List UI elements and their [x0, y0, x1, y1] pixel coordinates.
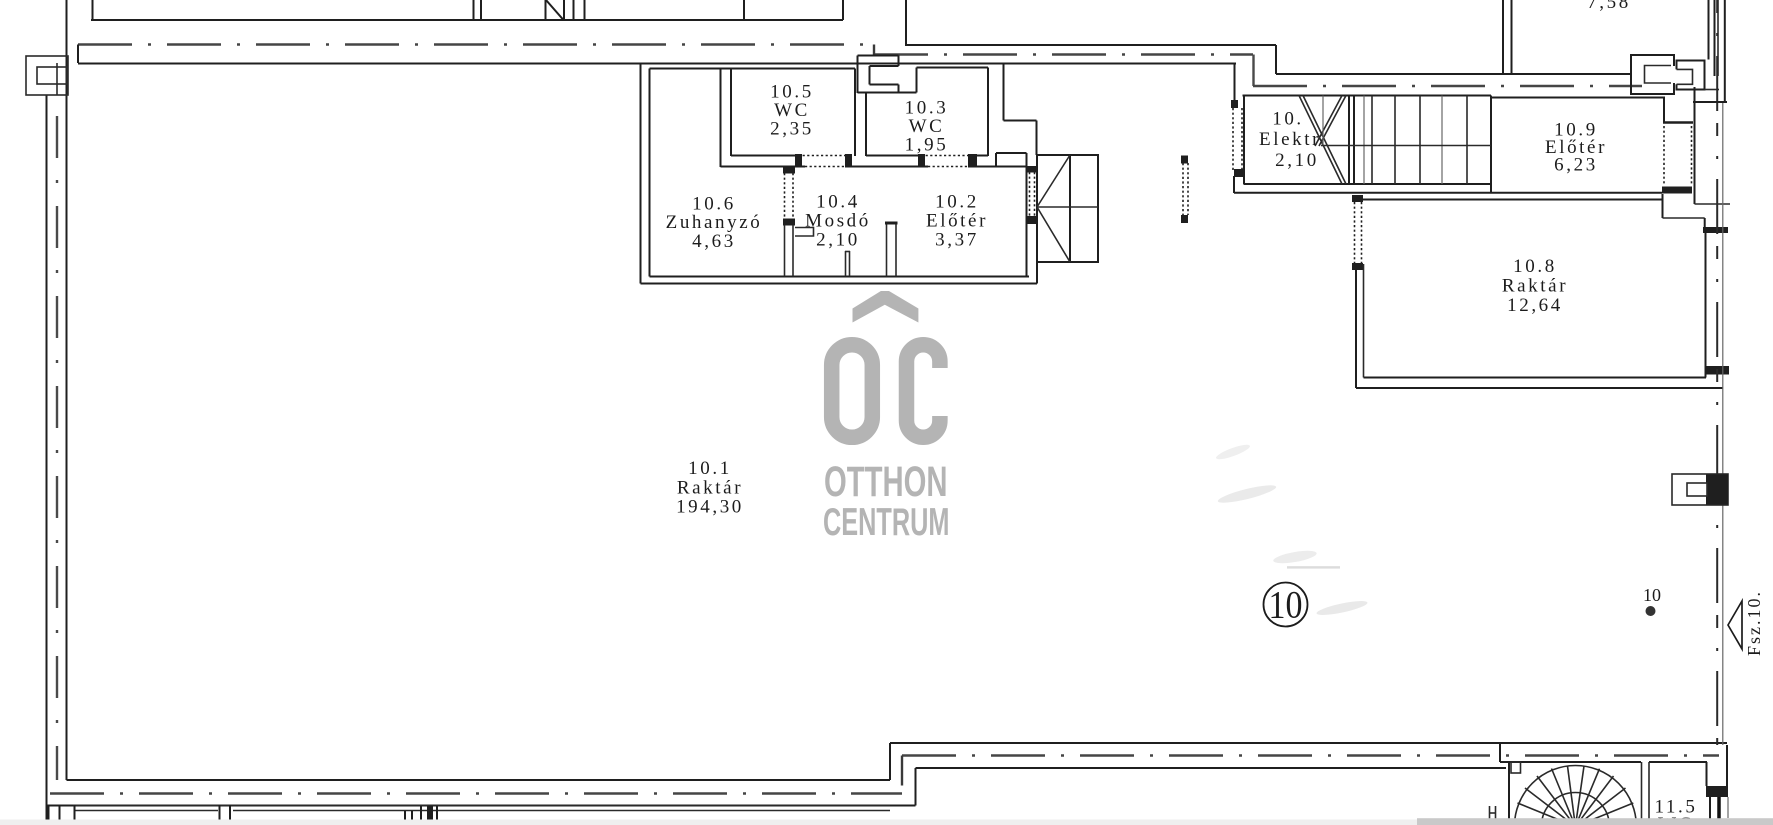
svg-text:Előtér: Előtér — [1545, 137, 1607, 158]
svg-text:10.5: 10.5 — [770, 82, 814, 103]
svg-text:Raktár: Raktár — [677, 478, 743, 499]
svg-text:10.6: 10.6 — [692, 194, 736, 215]
svg-text:10: 10 — [1643, 585, 1661, 605]
svg-text:10.4: 10.4 — [816, 192, 860, 213]
svg-text:WC: WC — [774, 100, 810, 121]
svg-text:10.: 10. — [1272, 109, 1304, 130]
svg-text:CENTRUM: CENTRUM — [823, 501, 950, 544]
svg-text:4,63: 4,63 — [692, 231, 736, 252]
svg-text:2,10: 2,10 — [816, 230, 860, 251]
svg-text:OTTHON: OTTHON — [824, 459, 948, 506]
svg-text:WC: WC — [909, 116, 945, 137]
svg-text:7,58: 7,58 — [1587, 0, 1631, 13]
svg-text:Előtér: Előtér — [926, 211, 988, 232]
svg-text:12,64: 12,64 — [1507, 295, 1563, 316]
svg-text:10.3: 10.3 — [905, 98, 949, 119]
svg-text:10.8: 10.8 — [1513, 256, 1557, 277]
svg-text:11.5: 11.5 — [1655, 797, 1698, 818]
svg-text:2,10: 2,10 — [1275, 150, 1319, 171]
svg-text:10.1: 10.1 — [688, 458, 732, 479]
svg-text:Mosdó: Mosdó — [805, 211, 871, 232]
svg-text:Raktár: Raktár — [1502, 276, 1568, 297]
svg-text:6,23: 6,23 — [1554, 155, 1598, 176]
svg-text:10.9: 10.9 — [1554, 120, 1598, 141]
svg-text:3,37: 3,37 — [935, 230, 979, 251]
svg-text:10.2: 10.2 — [935, 192, 979, 213]
svg-text:10: 10 — [1269, 584, 1303, 627]
svg-text:194,30: 194,30 — [676, 497, 744, 518]
svg-text:Elektr: Elektr — [1259, 129, 1321, 150]
svg-text:Zuhanyzó: Zuhanyzó — [666, 212, 763, 233]
svg-text:2,35: 2,35 — [770, 119, 814, 140]
svg-text:1,95: 1,95 — [905, 135, 949, 156]
svg-text:Fsz.10.: Fsz.10. — [1744, 590, 1764, 656]
